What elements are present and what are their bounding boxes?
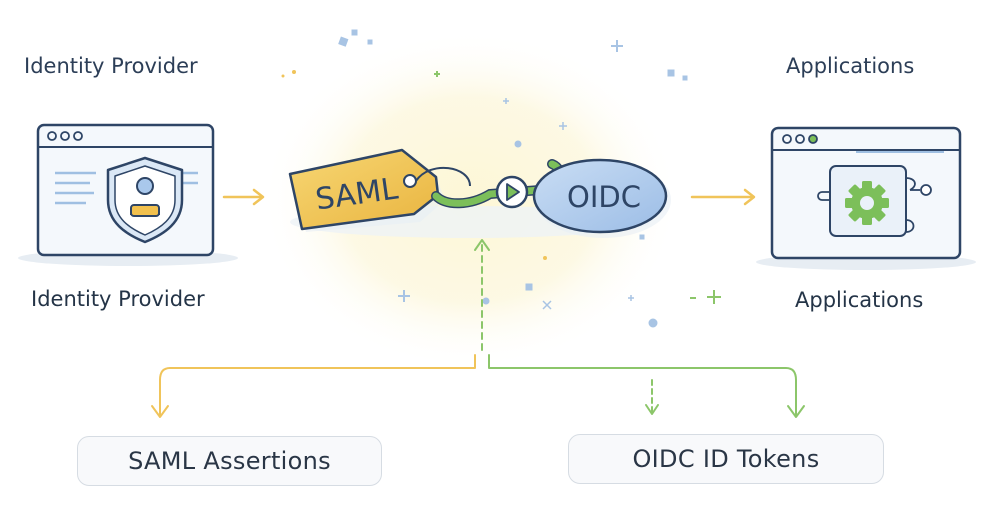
oidc-tag-label: OIDC — [567, 180, 641, 214]
oidc-tag: OIDC — [532, 158, 671, 238]
oidc-id-tokens-box: OIDC ID Tokens — [568, 434, 884, 484]
applications-caption: Applications — [795, 288, 924, 312]
applications-title: Applications — [786, 54, 915, 78]
shield-user-icon — [106, 156, 184, 244]
oidc-to-apps-arrow — [690, 188, 756, 206]
gear-icon — [845, 181, 889, 225]
feedback-dashed-arrow — [474, 239, 490, 351]
idp-to-saml-arrow — [222, 188, 265, 206]
yellow-sparkles — [281, 70, 547, 260]
sparkles — [338, 29, 688, 328]
green-sparkles — [434, 71, 721, 304]
saml-branch-line — [151, 354, 476, 418]
identity-provider-caption: Identity Provider — [31, 287, 205, 311]
oidc-branch-line — [488, 354, 805, 418]
play-icon — [495, 175, 529, 209]
saml-assertions-box: SAML Assertions — [77, 436, 382, 486]
saml-tag: SAML — [288, 148, 445, 232]
identity-provider-title: Identity Provider — [24, 54, 198, 78]
